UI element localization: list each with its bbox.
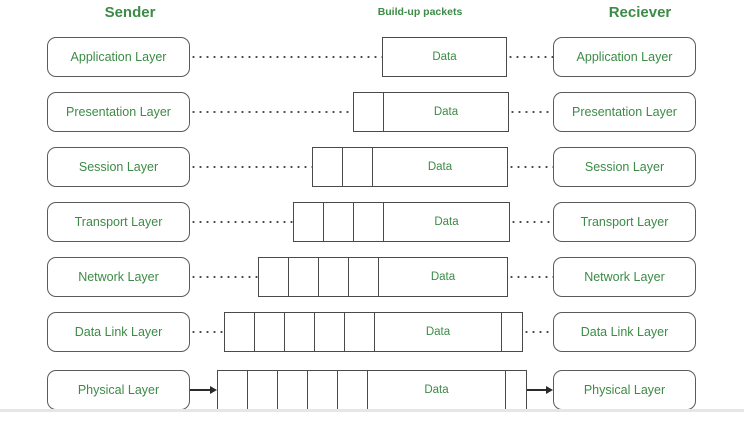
packet-trailer-segment <box>502 313 522 351</box>
receiver-layer-transport[interactable]: Transport Layer <box>553 202 696 242</box>
connector-right-session <box>508 166 553 168</box>
packet-data-segment: Data <box>427 161 453 173</box>
bottom-divider <box>0 409 744 412</box>
packet-header-segment <box>343 148 373 186</box>
receiver-layer-network[interactable]: Network Layer <box>553 257 696 297</box>
packet-data-segment: Data <box>430 271 456 283</box>
packet-header-segment <box>294 203 324 241</box>
arrow-head-right-physical <box>546 385 553 394</box>
packet-header-segment <box>354 93 384 131</box>
connector-right-transport <box>510 221 553 223</box>
packet-header-segment <box>315 313 345 351</box>
receiver-layer-session[interactable]: Session Layer <box>553 147 696 187</box>
packet-data-segment: Data <box>375 313 502 351</box>
packet-header-segment <box>225 313 255 351</box>
connector-left-application <box>190 56 382 58</box>
packet-network: Data <box>258 257 508 297</box>
packet-application: Data <box>382 37 507 77</box>
connector-left-network <box>190 276 258 278</box>
packet-header-segment <box>285 313 315 351</box>
connector-left-session <box>190 166 312 168</box>
connector-left-datalink <box>190 331 224 333</box>
packet-header-segment <box>248 371 278 409</box>
receiver-layer-physical[interactable]: Physical Layer <box>553 370 696 410</box>
packet-header-segment <box>259 258 289 296</box>
sender-layer-application[interactable]: Application Layer <box>47 37 190 77</box>
sender-heading: Sender <box>104 4 156 21</box>
connector-right-application <box>507 56 553 58</box>
packet-presentation: Data <box>353 92 509 132</box>
connector-right-physical <box>527 389 547 391</box>
connector-right-presentation <box>509 111 553 113</box>
sender-layer-network[interactable]: Network Layer <box>47 257 190 297</box>
packet-header-segment <box>349 258 379 296</box>
sender-layer-transport[interactable]: Transport Layer <box>47 202 190 242</box>
packet-data-segment: Data <box>368 371 506 409</box>
packet-header-segment <box>338 371 368 409</box>
connector-right-network <box>508 276 553 278</box>
packet-header-segment <box>324 203 354 241</box>
sender-layer-presentation[interactable]: Presentation Layer <box>47 92 190 132</box>
packet-datalink: Data <box>224 312 523 352</box>
packet-header-segment <box>308 371 338 409</box>
packet-session: Data <box>312 147 508 187</box>
connector-left-physical <box>190 389 211 391</box>
packet-header-segment <box>289 258 319 296</box>
connector-right-datalink <box>523 331 553 333</box>
packet-header-segment <box>255 313 285 351</box>
arrow-head-left-physical <box>210 385 217 394</box>
connector-left-transport <box>190 221 293 223</box>
connector-left-presentation <box>190 111 353 113</box>
packet-header-segment <box>319 258 349 296</box>
packet-physical: Data <box>217 370 527 410</box>
packet-data-segment: Data <box>433 106 459 118</box>
receiver-layer-application[interactable]: Application Layer <box>553 37 696 77</box>
packet-data-segment: Data <box>434 216 459 228</box>
sender-layer-datalink[interactable]: Data Link Layer <box>47 312 190 352</box>
packet-header-segment <box>313 148 343 186</box>
receiver-layer-datalink[interactable]: Data Link Layer <box>553 312 696 352</box>
packet-header-segment <box>278 371 308 409</box>
buildup-packets-heading: Build-up packets <box>377 6 463 18</box>
packet-trailer-segment <box>506 371 526 409</box>
packet-header-segment <box>354 203 384 241</box>
packet-data-segment: Data <box>432 51 457 63</box>
sender-layer-session[interactable]: Session Layer <box>47 147 190 187</box>
packet-header-segment <box>345 313 375 351</box>
receiver-layer-presentation[interactable]: Presentation Layer <box>553 92 696 132</box>
packet-transport: Data <box>293 202 510 242</box>
packet-header-segment <box>218 371 248 409</box>
sender-layer-physical[interactable]: Physical Layer <box>47 370 190 410</box>
receiver-heading: Reciever <box>608 4 672 21</box>
